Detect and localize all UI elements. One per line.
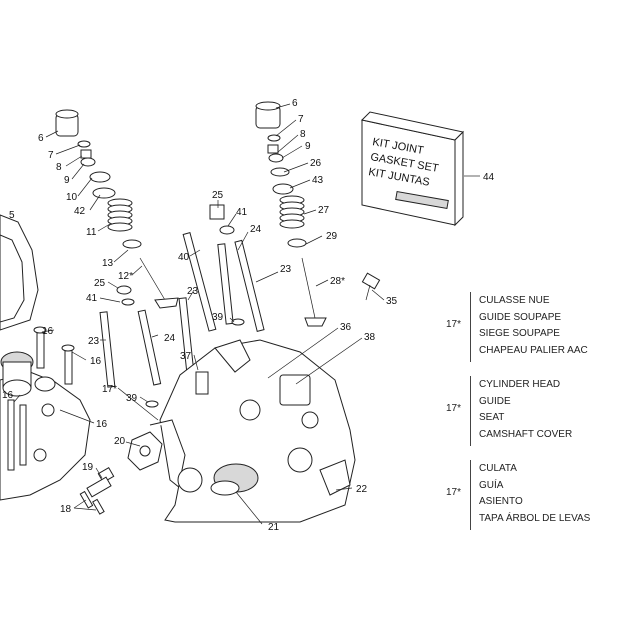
callout-23: 23 — [88, 336, 100, 347]
callout-11: 11 — [86, 227, 97, 238]
legend-item: GUIDE — [479, 395, 511, 407]
callout-16: 16 — [2, 390, 14, 401]
gasket-kit-box: KIT JOINT GASKET SET KIT JUNTAS — [360, 111, 465, 227]
left-valve-stack — [55, 109, 179, 309]
legend-french: 17* CULASSE NUE GUIDE SOUPAPE SIEGE SOUP… — [430, 292, 630, 362]
callout-16: 16 — [42, 326, 54, 337]
callout-9: 9 — [305, 141, 311, 152]
legend-item: TAPA ÁRBOL DE LEVAS — [479, 513, 591, 525]
callout-40: 40 — [178, 252, 190, 263]
legend-item: CAMSHAFT COVER — [479, 429, 573, 441]
callout-41: 41 — [236, 207, 248, 218]
callout-12: 12* — [118, 271, 133, 282]
legend-item: CHAPEAU PALIER AAC — [479, 345, 588, 357]
callout-19: 19 — [82, 462, 94, 473]
callout-9: 9 — [64, 175, 70, 186]
callout-43: 43 — [312, 175, 324, 186]
callout-6: 6 — [38, 133, 44, 144]
callout-7: 7 — [298, 114, 304, 125]
callout-7: 7 — [48, 150, 54, 161]
legend-list: CULATA GUÍA ASIENTO TAPA ÁRBOL DE LEVAS — [479, 461, 590, 528]
callout-8: 8 — [56, 162, 62, 173]
callout-42: 42 — [74, 206, 86, 217]
legend-item: CYLINDER HEAD — [479, 379, 561, 390]
legend-item: SIEGE SOUPAPE — [479, 328, 560, 340]
callout-37: 37 — [180, 351, 192, 362]
callout-labels: 5 6 7 8 9 10 42 11 12* 13 25 41 23 24 23… — [2, 98, 495, 533]
callout-18: 18 — [60, 504, 72, 515]
cylinder-head-main — [149, 339, 356, 523]
legend-item: GUIDE SOUPAPE — [479, 311, 562, 323]
callout-5: 5 — [9, 210, 15, 221]
legend-ref: 17* — [446, 319, 462, 330]
callout-23: 23 — [280, 264, 292, 275]
callout-23: 23 — [187, 286, 199, 297]
callout-16: 16 — [90, 356, 102, 367]
callout-17: 17* — [102, 384, 117, 395]
callout-27: 27 — [318, 205, 330, 216]
callout-20: 20 — [114, 436, 126, 447]
legend-item: CULATA — [479, 463, 517, 474]
callout-35: 35 — [386, 296, 398, 307]
leader-lines — [13, 103, 480, 525]
legend-item: SEAT — [479, 412, 505, 424]
callout-13: 13 — [102, 258, 114, 269]
tensioner-parts — [79, 431, 163, 515]
callout-26: 26 — [310, 158, 322, 169]
head-bolts — [99, 204, 265, 408]
legend-list: CYLINDER HEAD GUIDE SEAT CAMSHAFT COVER — [479, 377, 572, 444]
callout-10: 10 — [66, 192, 78, 203]
legend-bracket — [470, 460, 471, 530]
left-cylinder-head-partial — [0, 214, 91, 501]
legend-item: GUÍA — [479, 479, 504, 491]
callout-25: 25 — [94, 278, 106, 289]
callout-38: 38 — [364, 332, 376, 343]
callout-8: 8 — [300, 129, 306, 140]
legend-bracket — [470, 376, 471, 446]
callout-39: 39 — [126, 393, 138, 404]
legend-english: 17* CYLINDER HEAD GUIDE SEAT CAMSHAFT CO… — [430, 376, 630, 446]
legend-bracket — [470, 292, 471, 362]
right-valve-stack — [255, 101, 381, 327]
callout-24: 24 — [250, 224, 262, 235]
legend-spanish: 17* CULATA GUÍA ASIENTO TAPA ÁRBOL DE LE… — [430, 460, 630, 530]
legend-item: CULASSE NUE — [479, 295, 550, 306]
callout-6: 6 — [292, 98, 298, 109]
callout-29: 29 — [326, 231, 338, 242]
callout-41: 41 — [86, 293, 98, 304]
legend-item: ASIENTO — [479, 496, 523, 508]
callout-25: 25 — [212, 190, 224, 201]
legend-list: CULASSE NUE GUIDE SOUPAPE SIEGE SOUPAPE … — [479, 293, 588, 360]
callout-16: 16 — [96, 419, 108, 430]
callout-21: 21 — [268, 522, 280, 533]
legend-ref: 17* — [446, 487, 462, 498]
callout-36: 36 — [340, 322, 352, 333]
callout-39: 39 — [212, 312, 224, 323]
callout-22: 22 — [356, 484, 368, 495]
callout-44: 44 — [483, 172, 495, 183]
legend-ref: 17* — [446, 403, 462, 414]
callout-24: 24 — [164, 333, 176, 344]
callout-28: 28* — [330, 276, 345, 287]
